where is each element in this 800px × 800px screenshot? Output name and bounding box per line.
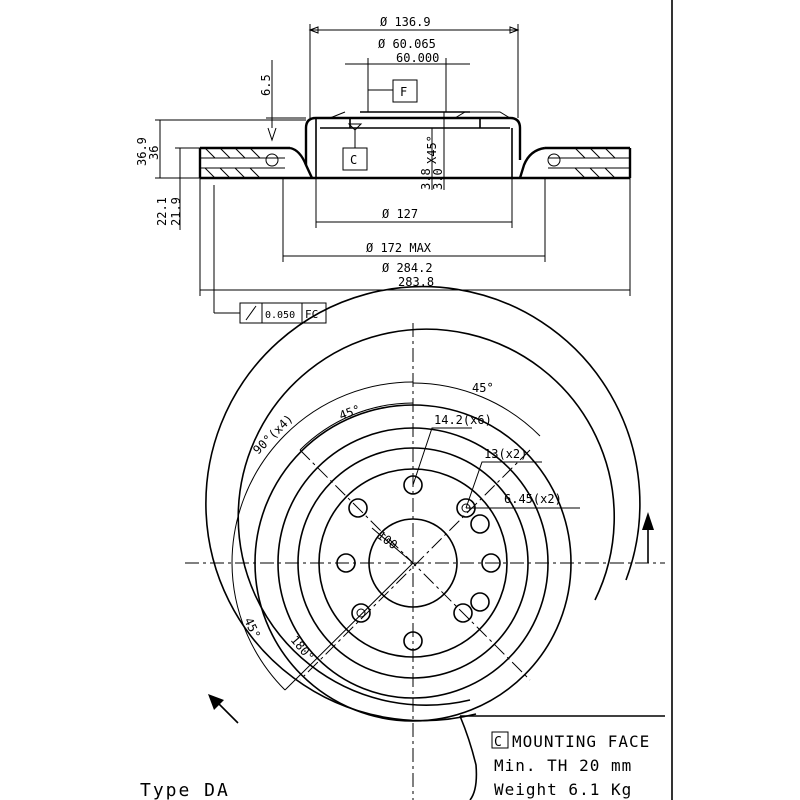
dim-136-9-label: Ø 136.9 [380,15,431,29]
hole-13-label: 13(x2) [484,447,527,461]
tolerance-value: 0.050 [265,310,295,321]
disc-circles [205,285,641,722]
arc-90x4 [231,381,414,564]
datum-f: F [368,79,418,103]
angle-45-bottom-label: 45° [241,615,263,641]
dim-36-label: 36 [147,146,161,160]
diagonal-centerline-b [299,449,531,681]
runout-icon [245,305,257,321]
tolerance-ref: FC [305,308,318,321]
dim-284: Ø 284.2 283.8 [199,178,631,296]
arc-45-left [299,402,414,451]
rotation-arrow-right [642,512,654,563]
hole-6-45-label: 6.45(x2) [504,492,562,506]
dim-21-9-label: 21.9 [169,197,183,226]
dim-36-9: 36.9 36 [135,119,306,179]
datum-c-label: C [350,153,357,167]
angle-45-top-label: 45° [472,381,494,395]
weight-label: Weight 6.1 Kg [494,780,632,799]
angle-45-left-label: 45° [337,402,362,423]
dim-172-label: Ø 172 MAX [366,241,432,255]
dim-36-9-label: 36.9 [135,137,149,166]
disc-section-profile [198,111,632,180]
type-label: Type DA [140,780,230,800]
dim-22-1: 22.1 21.9 [155,147,200,230]
dim-22-1-label: 22.1 [155,197,169,226]
mounting-face-symbol: C [494,735,503,750]
datum-c: C [342,123,368,171]
dim-60-000-label: 60.000 [396,51,439,65]
mounting-face-label: MOUNTING FACE [512,732,650,751]
dim-3-8-label: 3.8 [419,168,433,190]
min-thickness-label: Min. TH 20 mm [494,756,632,775]
dim-172: Ø 172 MAX [282,178,546,262]
dim-45-label: X45° [425,135,439,164]
hole-14-2-label: 14.2(x6) [434,413,492,427]
front-view: 100 45° 45° 90°(x4) 45° 180° 14.2(x6) 13… [185,285,665,800]
dim-127: Ø 127 [315,178,513,228]
dim-284-2-label: Ø 284.2 [382,261,433,275]
pcd-leader [371,527,414,564]
dim-136-9: Ø 136.9 [308,15,520,118]
arc-45-top [412,382,541,437]
datum-f-label: F [400,85,407,99]
dim-3-0-label: 3.0 [431,168,445,190]
tolerance-frame: 0.050 FC [213,185,327,324]
arc-45-bottom [231,562,286,691]
notes-block: C MOUNTING FACE Min. TH 20 mm Weight 6.1… [459,715,665,800]
rotation-arrow-left [208,694,239,724]
dim-60: Ø 60.065 60.000 [345,37,470,112]
dim-chamfer: 3.8 3.0 X45° [419,112,445,190]
hole-callouts: 14.2(x6) 13(x2) 6.45(x2) [412,413,580,509]
dim-6-5-label: 6.5 [259,74,273,96]
dim-127-label: Ø 127 [382,207,418,221]
dim-283-8-label: 283.8 [398,275,434,289]
section-view: Ø 136.9 Ø 60.065 60.000 F C 6.5 [135,15,632,324]
dim-60-065-label: Ø 60.065 [378,37,436,51]
dim-6-5: 6.5 [259,60,306,128]
